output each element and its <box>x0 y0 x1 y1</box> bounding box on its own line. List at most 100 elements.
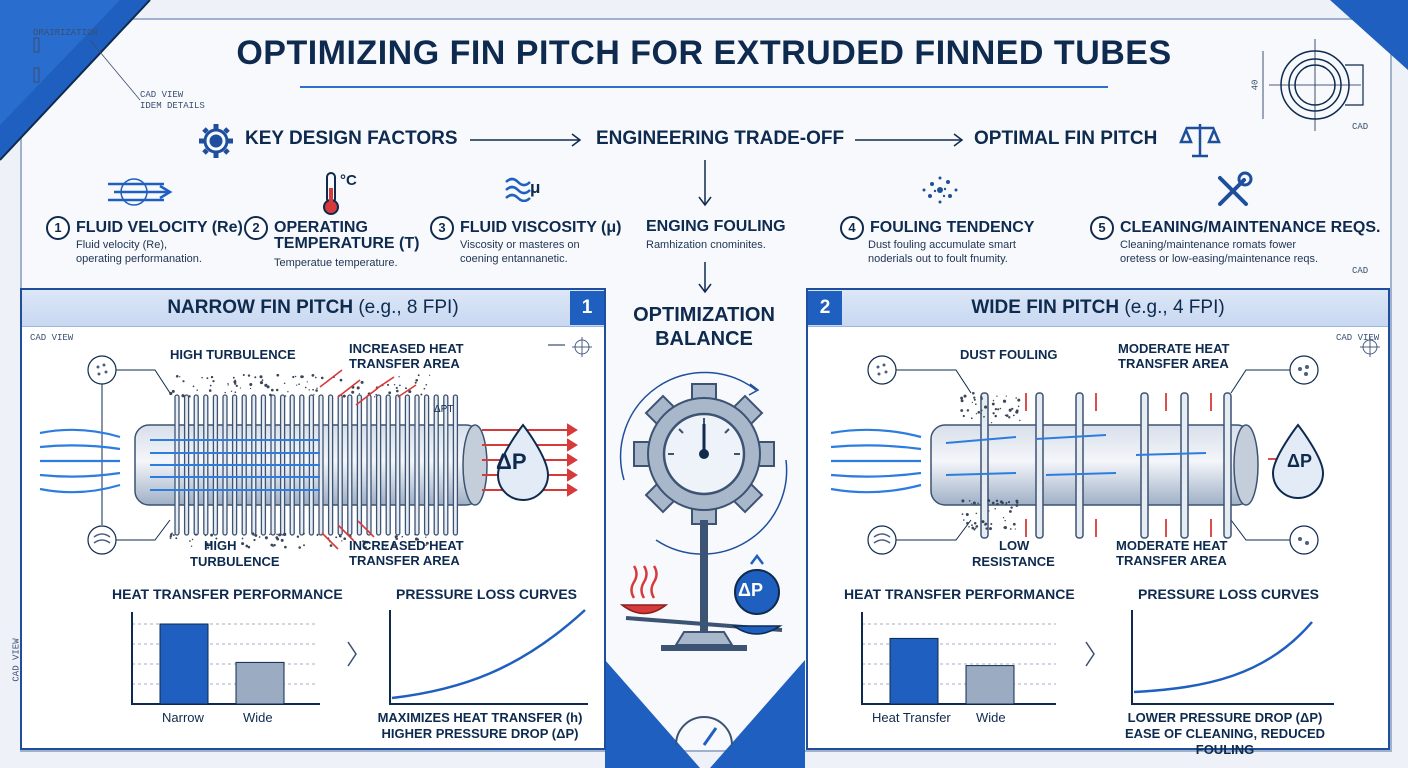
dust-particle <box>209 543 211 545</box>
dust-particle <box>1011 407 1014 410</box>
dust-particle <box>981 520 985 524</box>
dust-particle <box>230 390 233 393</box>
dust-particle <box>358 393 361 395</box>
dust-particle <box>961 499 965 503</box>
dust-particle <box>996 502 999 506</box>
dust-particle <box>208 389 212 392</box>
dust-particle <box>175 537 178 540</box>
factor-3-number: 3 <box>430 216 454 240</box>
fin <box>347 394 353 536</box>
gear-icon <box>199 124 233 158</box>
dust-particle <box>1015 397 1017 399</box>
dust-particle <box>273 543 276 547</box>
dust-particle <box>991 402 995 406</box>
page-title: OPTIMIZING FIN PITCH FOR EXTRUDED FINNED… <box>236 34 1172 72</box>
dust-particle <box>210 375 214 379</box>
dust-particle <box>303 544 305 547</box>
dust-particle <box>960 409 964 412</box>
dust-particle <box>210 533 214 537</box>
dust-particle <box>351 390 355 394</box>
dust-particle <box>343 537 347 541</box>
dust-particle <box>261 379 264 381</box>
bar-heat-transfer <box>889 637 939 705</box>
factor-2-title-line-2: TEMPERATURE (T) <box>274 235 420 252</box>
fin <box>423 394 430 536</box>
dust-particle <box>999 500 1003 504</box>
fin <box>980 392 989 539</box>
dust-particle <box>988 510 990 512</box>
dust-particle <box>971 526 975 530</box>
dust-particle <box>980 409 983 412</box>
dust-particle <box>169 537 172 540</box>
narrow-label-high-turbulence: HIGH TURBULENCE <box>170 347 296 362</box>
dust-particle <box>962 414 965 418</box>
dust-particle <box>995 499 999 503</box>
dust-particle <box>224 391 226 394</box>
dust-particle <box>1004 414 1007 417</box>
dust-particle <box>975 412 978 415</box>
dust-particle <box>191 538 194 541</box>
fin <box>443 394 449 536</box>
optimization-balance-graphic <box>619 371 788 746</box>
dust-particle <box>1010 506 1013 509</box>
dust-particle <box>972 501 976 505</box>
factor-5-title-text: CLEANING/MAINTENANCE REQS. <box>1120 219 1381 236</box>
dust-particle <box>283 382 286 385</box>
wide-label-moderate-area-bottom-2: TRANSFER AREA <box>1116 553 1227 568</box>
engine-fouling-desc: Ramhization cnominites. <box>646 239 766 251</box>
dust-particle <box>201 376 203 379</box>
temperature-unit: °C <box>340 172 357 189</box>
dust-particle <box>196 389 198 391</box>
dust-particle <box>204 535 207 537</box>
dust-particle <box>425 544 427 547</box>
wide-charts <box>861 610 1334 705</box>
dust-particle <box>414 381 417 384</box>
fin <box>356 394 363 536</box>
narrow-pressure-loss-title: PRESSURE LOSS CURVES <box>396 586 578 602</box>
factor-4-number: 4 <box>840 216 864 240</box>
wide-pressure-loss-title: PRESSURE LOSS CURVES <box>1138 586 1320 602</box>
dust-particle <box>320 376 324 380</box>
dust-particle <box>1005 414 1009 417</box>
dust-particle <box>996 395 998 397</box>
corner-tl-cad-view: CAD VIEW <box>140 90 184 100</box>
viscosity-symbol: μ <box>530 178 541 197</box>
dust-particle <box>375 393 378 396</box>
factor-4-desc-1: Dust fouling accumulate smart <box>868 239 1016 251</box>
narrow-label-increased-area-2: TRANSFER AREA <box>349 356 460 371</box>
wide-label-resistance: RESISTANCE <box>972 554 1055 569</box>
dust-particle <box>970 417 973 420</box>
wide-cad-view: CAD VIEW <box>1336 333 1380 343</box>
narrow-charts <box>131 609 588 705</box>
wide-header-example: (e.g., 4 FPI) <box>1124 297 1225 318</box>
fin <box>1075 392 1084 539</box>
dust-particle <box>994 407 998 411</box>
narrow-label-increased-area-1: INCREASED HEAT <box>349 341 464 356</box>
dust-particle <box>992 399 995 402</box>
dust-particle <box>1017 405 1020 408</box>
dust-particle <box>983 415 985 418</box>
dust-particle <box>181 394 185 398</box>
dust-particle <box>1005 503 1008 506</box>
center-dp-symbol: ΔP <box>738 580 763 600</box>
dust-particle <box>972 391 975 395</box>
dust-particle <box>270 388 274 392</box>
dust-particle <box>232 376 235 379</box>
dust-particle <box>968 525 970 528</box>
dust-particle <box>245 544 249 548</box>
dust-particle <box>965 513 969 516</box>
dust-particle <box>994 508 996 510</box>
dust-particle <box>175 374 179 378</box>
fin <box>366 394 372 536</box>
wide-label-moderate-area-1: MODERATE HEAT <box>1118 341 1230 356</box>
dust-particle <box>980 396 983 399</box>
dust-particle <box>973 398 976 401</box>
dust-particle <box>1008 416 1011 419</box>
corner-tl-item-details: IDEM DETAILS <box>140 101 205 111</box>
dust-particle <box>363 542 366 546</box>
dust-particle <box>189 540 191 542</box>
dust-particle <box>977 502 979 504</box>
dust-particle <box>423 387 426 390</box>
dust-particle <box>306 381 308 383</box>
